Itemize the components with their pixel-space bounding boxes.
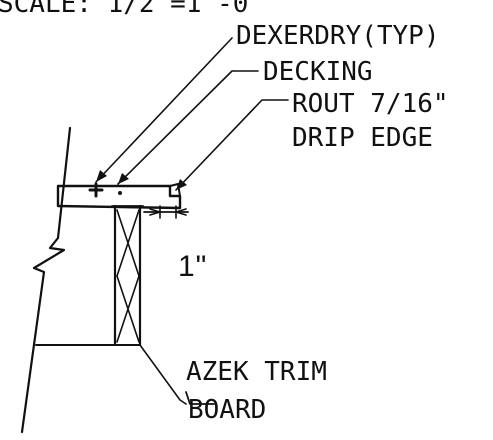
trim-underline <box>185 391 215 405</box>
dexerdry-marker-icon <box>88 182 104 198</box>
trim-leader-line <box>139 344 187 405</box>
decking-label: DECKING <box>263 57 373 87</box>
dexerdry-leader-line <box>95 37 233 183</box>
dimension-label: 1" <box>178 250 207 283</box>
dimension-1-inch <box>143 205 189 219</box>
decking-leader-arrow-icon <box>118 173 129 184</box>
rout-leader-line <box>175 99 289 191</box>
trim-label-line2: BOARD <box>188 395 266 425</box>
rout-label-line2: DRIP EDGE <box>292 123 433 153</box>
rout-label-line1: ROUT 7/16" <box>292 89 449 119</box>
joist-with-cross-hatch <box>111 204 144 347</box>
dexerdry-label: DEXERDRY(TYP) <box>236 21 440 51</box>
dexerdry-leader-arrow-icon <box>96 170 107 182</box>
decking-board <box>56 182 182 210</box>
wall-break-line <box>20 126 72 434</box>
scale-label: SCALE: 1/2"=1'-0" <box>0 0 264 19</box>
rout-leader-arrow-icon <box>176 179 187 190</box>
trim-label-line1: AZEK TRIM <box>186 357 327 387</box>
decking-leader-line <box>117 70 259 185</box>
